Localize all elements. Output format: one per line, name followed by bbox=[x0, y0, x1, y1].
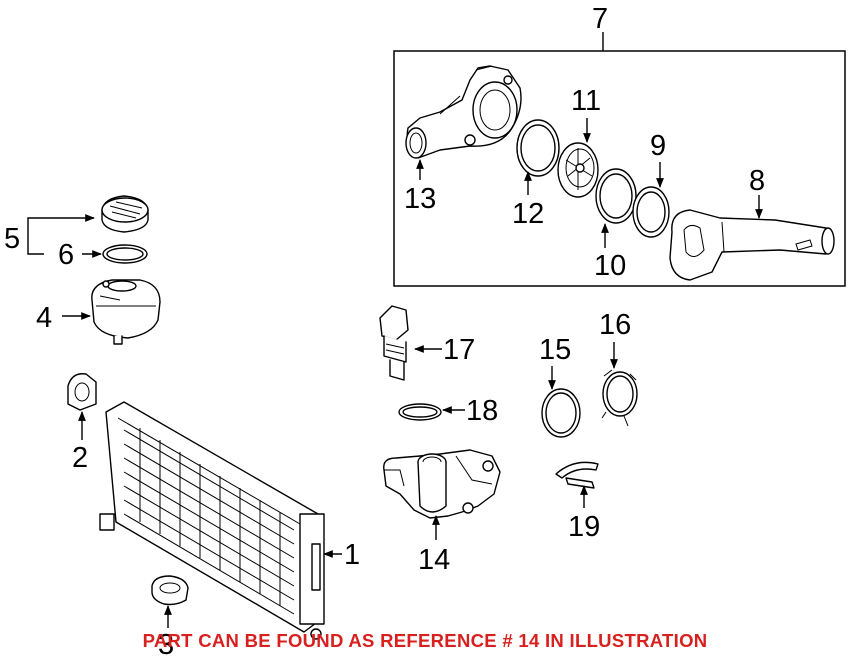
part-8-coolant-pipe bbox=[669, 209, 835, 281]
reference-note: PART CAN BE FOUND AS REFERENCE # 14 IN I… bbox=[142, 630, 708, 651]
callout-10: 10 bbox=[594, 250, 626, 282]
part-10-seal bbox=[595, 168, 637, 224]
callout-5: 5 bbox=[4, 223, 20, 255]
thermostat-housing-group-box bbox=[393, 50, 846, 287]
callout-6: 6 bbox=[58, 239, 74, 271]
part-17-sensor bbox=[379, 305, 409, 381]
callout-9: 9 bbox=[650, 130, 666, 162]
callout-18: 18 bbox=[466, 395, 498, 427]
callout-1: 1 bbox=[344, 539, 360, 571]
part-3-mount bbox=[151, 575, 189, 606]
part-1-radiator bbox=[99, 401, 325, 640]
callout-2: 2 bbox=[72, 442, 88, 474]
callout-13: 13 bbox=[404, 183, 436, 215]
part-2-bracket bbox=[67, 373, 97, 411]
part-9-seal bbox=[632, 186, 670, 238]
part-14-coolant-flange bbox=[383, 449, 501, 519]
part-5-cap bbox=[101, 195, 149, 233]
part-13-housing bbox=[405, 65, 522, 159]
callout-16: 16 bbox=[599, 309, 631, 341]
callout-14: 14 bbox=[418, 544, 450, 576]
callout-3: 3 bbox=[158, 629, 174, 659]
part-6-o-ring bbox=[102, 244, 148, 264]
part-16-flange-seal bbox=[601, 369, 638, 427]
callout-15: 15 bbox=[539, 334, 571, 366]
callout-11: 11 bbox=[571, 85, 601, 117]
callout-7: 7 bbox=[592, 3, 608, 35]
part-12-gasket bbox=[516, 119, 560, 177]
callout-8: 8 bbox=[749, 165, 765, 197]
part-11-thermostat bbox=[557, 142, 599, 198]
part-18-o-ring bbox=[398, 403, 442, 421]
callout-17: 17 bbox=[443, 334, 475, 366]
part-15-seal bbox=[541, 388, 581, 438]
part-4-expansion-tank bbox=[91, 279, 161, 345]
callout-19: 19 bbox=[568, 511, 600, 543]
part-19-clip bbox=[555, 461, 599, 489]
callout-4: 4 bbox=[36, 302, 52, 334]
callout-12: 12 bbox=[512, 198, 544, 230]
